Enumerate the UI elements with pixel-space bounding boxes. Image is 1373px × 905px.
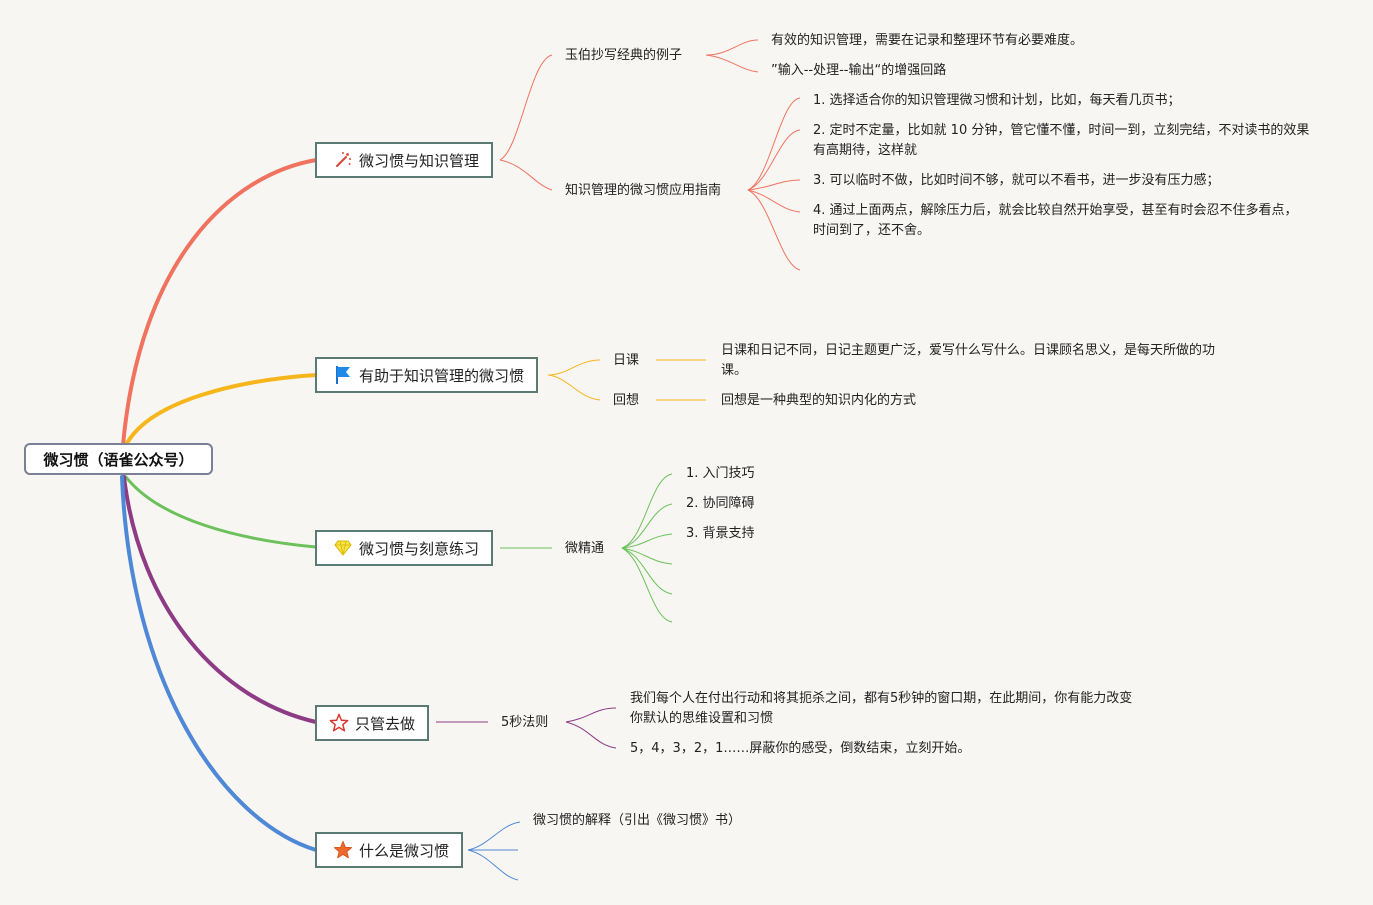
branch-topic-knowledge-management[interactable]: 微习惯与知识管理 bbox=[315, 142, 494, 178]
leaf-note[interactable]: 5，4，3，2，1……屏蔽你的感受，倒数结束，立刻开始。 bbox=[630, 741, 971, 756]
link-root-to-branch-1 bbox=[121, 158, 318, 447]
link-root-to-branch-3 bbox=[124, 475, 318, 549]
subtopic-guide[interactable]: 知识管理的微习惯应用指南 bbox=[565, 183, 722, 198]
leaf-note[interactable]: 1. 选择适合你的知识管理微习惯和计划，比如，每天看几页书； bbox=[813, 93, 1181, 108]
subtopic-daily-lesson[interactable]: 日课 bbox=[613, 353, 640, 368]
link-root-to-branch-2 bbox=[124, 373, 318, 447]
leaf-note[interactable]: 1. 入门技巧 bbox=[686, 466, 755, 481]
subtopic-five-second-rule[interactable]: 5秒法则 bbox=[501, 715, 549, 730]
leaf-note[interactable]: 3. 可以临时不做，比如时间不够，就可以不看书，进一步没有压力感； bbox=[813, 173, 1220, 188]
diamond-icon bbox=[333, 538, 353, 558]
star-filled-icon bbox=[333, 840, 353, 860]
flag-icon bbox=[333, 365, 353, 385]
leaf-note[interactable]: 我们每个人在付出行动和将其扼杀之间，都有5秒钟的窗口期，在此期间，你有能力改变你… bbox=[630, 691, 1133, 726]
leaf-note[interactable]: 3. 背景支持 bbox=[686, 526, 755, 541]
leaf-note[interactable]: 有效的知识管理，需要在记录和整理环节有必要难度。 bbox=[771, 33, 1084, 48]
branch-label: 微习惯与刻意练习 bbox=[359, 539, 480, 558]
star-outline-icon bbox=[329, 713, 349, 733]
subtopic-explanation[interactable]: 微习惯的解释（引出《微习惯》书） bbox=[533, 813, 742, 828]
link-root-to-branch-5 bbox=[120, 475, 318, 852]
branch-topic-just-do-it[interactable]: 只管去做 bbox=[315, 705, 430, 741]
branch-label: 什么是微习惯 bbox=[359, 841, 450, 860]
leaf-note[interactable]: 4. 通过上面两点，解除压力后，就会比较自然开始享受，甚至有时会忍不住多看点，时… bbox=[813, 203, 1298, 238]
leaf-note[interactable]: 2. 定时不定量，比如就 10 分钟，管它懂不懂，时间一到，立刻完结，不对读书的… bbox=[813, 123, 1310, 158]
links-branch-4 bbox=[436, 707, 617, 749]
leaf-note[interactable]: 回想是一种典型的知识内化的方式 bbox=[721, 393, 917, 408]
links-branch-5 bbox=[467, 821, 521, 881]
leaf-note[interactable]: 日课和日记不同，日记主题更广泛，爱写什么写什么。日课顾名思义，是每天所做的功课。 bbox=[721, 343, 1216, 378]
root-topic[interactable]: 微习惯（语雀公众号） bbox=[24, 443, 213, 475]
subtopic-yubo-example[interactable]: 玉伯抄写经典的例子 bbox=[565, 48, 683, 63]
magic-wand-icon bbox=[333, 150, 353, 170]
branch-topic-deliberate-practice[interactable]: 微习惯与刻意练习 bbox=[315, 530, 494, 566]
leaf-note[interactable]: ”输入--处理--输出“的增强回路 bbox=[771, 63, 947, 78]
leaf-note[interactable]: 2. 协同障碍 bbox=[686, 496, 755, 511]
branch-label: 有助于知识管理的微习惯 bbox=[359, 366, 525, 385]
link-root-to-branch-4 bbox=[122, 475, 318, 724]
branch-label: 只管去做 bbox=[355, 714, 416, 733]
links-branch-3 bbox=[500, 473, 673, 623]
links-branch-2 bbox=[547, 359, 706, 401]
branch-topic-what-is-micro-habit[interactable]: 什么是微习惯 bbox=[315, 832, 464, 868]
subtopic-micro-mastery[interactable]: 微精通 bbox=[565, 541, 605, 556]
subtopic-recall[interactable]: 回想 bbox=[613, 393, 640, 408]
branch-topic-helpful-habits[interactable]: 有助于知识管理的微习惯 bbox=[315, 357, 539, 393]
links-branch-1 bbox=[499, 39, 801, 271]
branch-label: 微习惯与知识管理 bbox=[359, 151, 480, 170]
